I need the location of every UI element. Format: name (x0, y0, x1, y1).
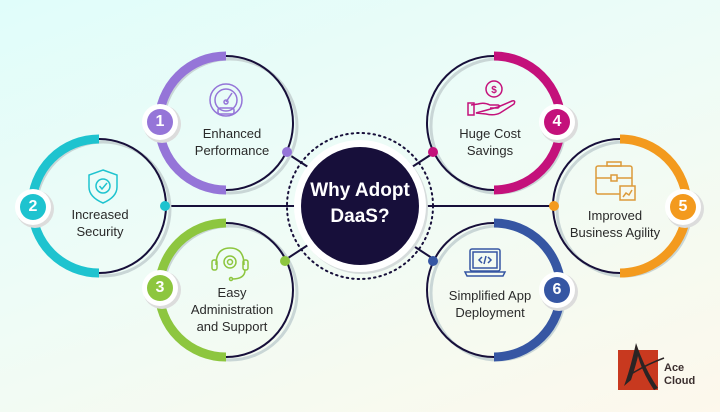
badge-number-5: 5 (678, 198, 688, 215)
center-hub (286, 132, 434, 280)
center-title-line2: DaaS? (330, 206, 390, 227)
badge-number-4: 4 (552, 113, 562, 130)
shield-check-icon (88, 169, 118, 204)
headset-gear-icon (211, 247, 249, 282)
logo-line1: Ace (664, 362, 685, 374)
badge-number-1: 1 (155, 113, 165, 130)
hand-dollar-icon (467, 80, 516, 116)
logo-line2: Cloud (664, 375, 696, 387)
briefcase-chart-icon (595, 161, 636, 201)
badge-number-2: 2 (28, 198, 38, 215)
label-line: Improved (587, 208, 643, 223)
item-circle-2 (15, 134, 172, 278)
center-title-line1: Why Adopt (310, 180, 410, 201)
label-line: Savings (466, 143, 514, 158)
laptop-code-icon (463, 248, 507, 277)
speedometer-icon (209, 83, 243, 117)
item-circle-6 (426, 218, 578, 362)
label-line: Deployment (455, 305, 525, 320)
item-label-5: Improved Business Agility (555, 207, 675, 241)
label-line: Huge Cost (459, 126, 521, 141)
label-line: Simplified App (448, 288, 532, 303)
logo-text: Ace Cloud (664, 362, 695, 388)
item-circle-1 (142, 51, 299, 195)
item-label-3: Easy Administration and Support (172, 284, 292, 335)
label-line: Business Agility (569, 225, 661, 240)
svg-text:$: $ (491, 85, 497, 96)
item-label-2: Increased Security (40, 206, 160, 240)
label-line: Administration (190, 302, 274, 317)
item-label-1: Enhanced Performance (172, 125, 292, 159)
label-line: Enhanced (202, 126, 262, 141)
item-circle-5 (549, 134, 704, 278)
label-line: Security (76, 224, 124, 239)
badge-number-6: 6 (552, 281, 562, 298)
label-line: Performance (194, 143, 270, 158)
label-line: and Support (196, 319, 268, 334)
label-line: Easy (217, 285, 247, 300)
item-label-4: Huge Cost Savings (430, 125, 550, 159)
item-circle-4: $ (426, 51, 578, 195)
item-label-6: Simplified App Deployment (430, 287, 550, 321)
badge-number-3: 3 (155, 279, 165, 296)
label-line: Increased (71, 207, 129, 222)
center-title: Why Adopt DaaS? (301, 178, 419, 230)
item-circle-3 (142, 218, 299, 362)
ace-cloud-logo (618, 343, 665, 390)
